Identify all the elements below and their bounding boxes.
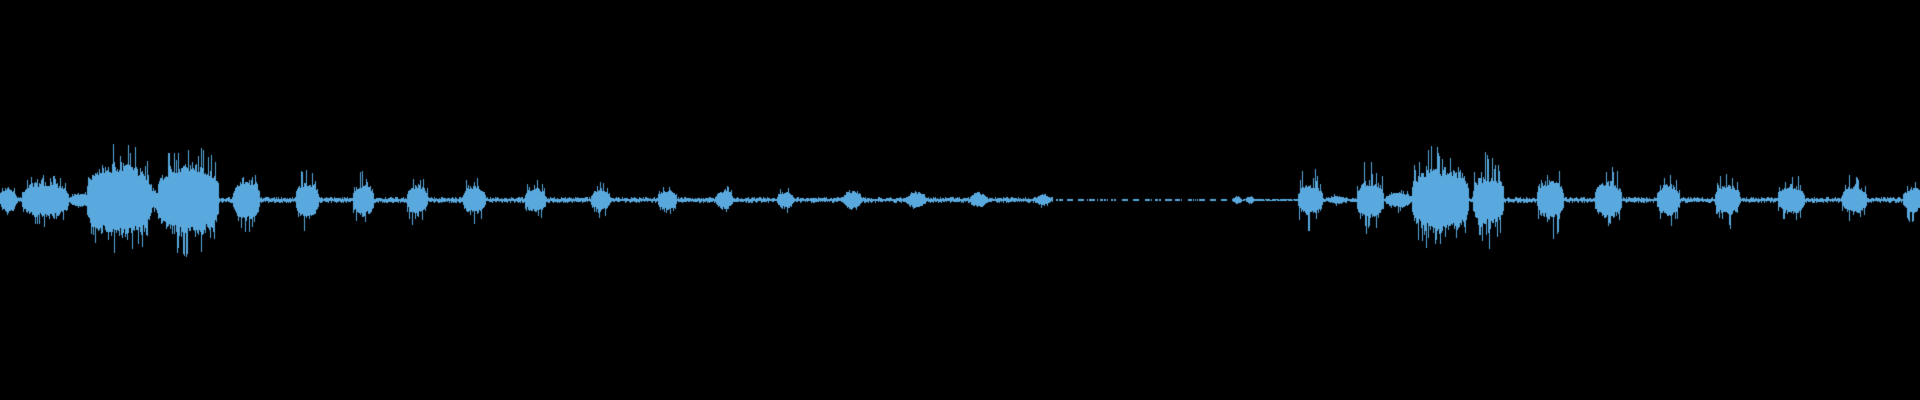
waveform-canvas[interactable] xyxy=(0,0,1920,400)
waveform-panel xyxy=(0,0,1920,400)
